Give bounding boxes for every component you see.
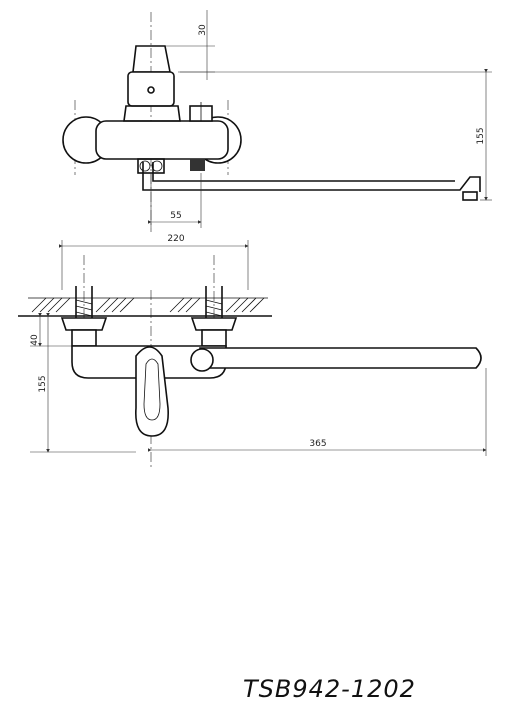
left-nut (71, 329, 97, 347)
lever-screw (147, 86, 155, 94)
dim-total-height: 155 (476, 127, 486, 144)
dim-spout-length: 365 (309, 439, 326, 449)
model-code: TSB942-1202 (243, 675, 416, 703)
cartridge-collar (123, 105, 181, 122)
spout-top (142, 162, 481, 192)
dim-center-distance: 220 (167, 234, 184, 244)
dim-depth: 155 (38, 375, 48, 392)
top-view (62, 12, 481, 232)
front-dimensions: 40 155 365 (30, 313, 487, 456)
top-dimensions: 30 155 55 (148, 10, 492, 228)
dim-handle-top: 30 (198, 24, 208, 36)
spout-front (199, 347, 482, 369)
dim-wall-to-center: 40 (30, 334, 40, 346)
dim-offset: 55 (170, 211, 181, 221)
lever-top (132, 45, 171, 73)
left-inlet (60, 286, 108, 331)
front-view: 220 (18, 234, 482, 470)
right-nut (201, 329, 227, 347)
wall-hatch (28, 297, 268, 313)
diverter-front (190, 348, 214, 372)
aerator (462, 191, 478, 201)
outlet-grid (190, 159, 205, 171)
right-inlet (190, 286, 238, 331)
lever-front (135, 346, 169, 437)
mixer-body (95, 120, 229, 160)
cartridge-housing (127, 71, 175, 107)
